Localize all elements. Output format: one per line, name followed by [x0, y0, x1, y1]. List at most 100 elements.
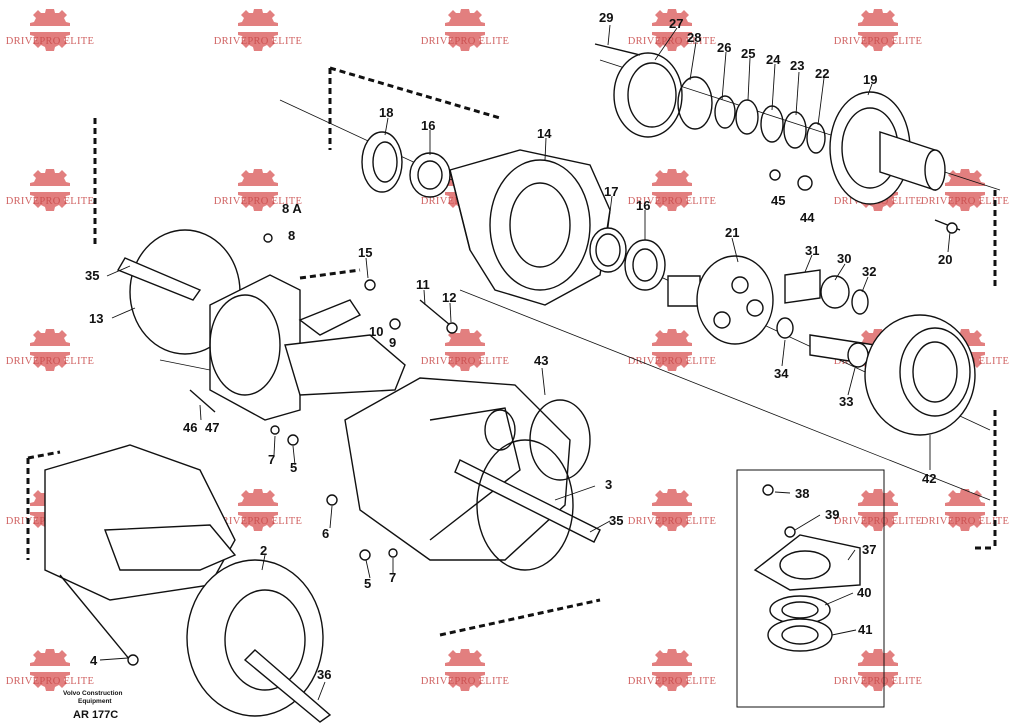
callout-7-upper: 7 [268, 452, 275, 467]
watermark-text: DRIVEPRO ELITE [834, 36, 922, 47]
callout-19: 19 [863, 72, 877, 87]
watermark: DRIVEPRO ELITE [628, 489, 716, 531]
callout-30: 30 [837, 251, 851, 266]
watermark-text: DRIVEPRO ELITE [834, 676, 922, 687]
callout-33: 33 [839, 394, 853, 409]
callout-16-upper: 16 [421, 118, 435, 133]
callout-35-lower: 35 [609, 513, 623, 528]
watermark: DRIVEPRO ELITE [834, 649, 922, 691]
callout-44: 44 [800, 210, 815, 225]
callout-27: 27 [669, 16, 683, 31]
watermark: DRIVEPRO ELITE [6, 9, 94, 51]
callout-18: 18 [379, 105, 393, 120]
callout-4: 4 [90, 653, 98, 668]
callout-12: 12 [442, 290, 456, 305]
watermark: DRIVEPRO ELITE [834, 489, 922, 531]
callout-39: 39 [825, 507, 839, 522]
watermark: DRIVEPRO ELITE [6, 169, 94, 211]
watermark-text: DRIVEPRO ELITE [421, 356, 509, 367]
assembly-outlines [26, 66, 997, 637]
watermark-text: DRIVEPRO ELITE [628, 516, 716, 527]
callout-43: 43 [534, 353, 548, 368]
callout-38: 38 [795, 486, 809, 501]
callout-11: 11 [416, 277, 430, 292]
watermark: DRIVEPRO ELITE [834, 9, 922, 51]
watermark-text: DRIVEPRO ELITE [214, 36, 302, 47]
callout-42: 42 [922, 471, 936, 486]
publisher-line-1: Volvo Construction [63, 690, 122, 697]
watermark-text: DRIVEPRO ELITE [214, 516, 302, 527]
callout-29: 29 [599, 10, 613, 25]
watermark: DRIVEPRO ELITE [628, 9, 716, 51]
callout-6: 6 [322, 526, 329, 541]
watermark-text: DRIVEPRO ELITE [628, 36, 716, 47]
callout-28: 28 [687, 30, 701, 45]
callout-7-lower: 7 [389, 570, 396, 585]
watermark-text: DRIVEPRO ELITE [921, 516, 1009, 527]
callout-31: 31 [805, 243, 819, 258]
callout-3: 3 [605, 477, 612, 492]
drawing-footer: Volvo Construction Equipment AR 177C [63, 690, 122, 721]
watermark: DRIVEPRO ELITE [921, 489, 1009, 531]
watermark-text: DRIVEPRO ELITE [421, 36, 509, 47]
watermark-text: DRIVEPRO ELITE [628, 196, 716, 207]
watermark-text: DRIVEPRO ELITE [834, 516, 922, 527]
callout-8a: 8 A [282, 201, 302, 216]
callout-14: 14 [537, 126, 552, 141]
callout-8: 8 [288, 228, 295, 243]
callout-17: 17 [604, 184, 618, 199]
watermark-text: DRIVEPRO ELITE [6, 196, 94, 207]
watermark: DRIVEPRO ELITE [421, 329, 509, 371]
watermark: DRIVEPRO ELITE [421, 9, 509, 51]
watermark-text: DRIVEPRO ELITE [628, 676, 716, 687]
watermark: DRIVEPRO ELITE [214, 489, 302, 531]
callout-45: 45 [771, 193, 785, 208]
callout-36: 36 [317, 667, 331, 682]
callout-13: 13 [89, 311, 103, 326]
watermark: DRIVEPRO ELITE [628, 169, 716, 211]
callout-20: 20 [938, 252, 952, 267]
watermark: DRIVEPRO ELITE [628, 649, 716, 691]
callout-labels: 29 27 28 26 25 24 23 22 19 18 16 14 17 1… [85, 10, 952, 682]
callout-34: 34 [774, 366, 789, 381]
callout-2: 2 [260, 543, 267, 558]
callout-15: 15 [358, 245, 372, 260]
drawing-code: AR 177C [73, 709, 118, 721]
callout-41: 41 [858, 622, 872, 637]
callout-21: 21 [725, 225, 739, 240]
watermark-text: DRIVEPRO ELITE [421, 676, 509, 687]
watermark: DRIVEPRO ELITE [628, 329, 716, 371]
callout-16-lower: 16 [636, 198, 650, 213]
callout-25: 25 [741, 46, 755, 61]
publisher-line-2: Equipment [78, 698, 112, 705]
watermark-text: DRIVEPRO ELITE [6, 356, 94, 367]
watermark: DRIVEPRO ELITE [921, 169, 1009, 211]
callout-47: 47 [205, 420, 219, 435]
callout-23: 23 [790, 58, 804, 73]
callout-9: 9 [389, 335, 396, 350]
watermark: DRIVEPRO ELITE [6, 649, 94, 691]
callout-24: 24 [766, 52, 781, 67]
watermark: DRIVEPRO ELITE [6, 329, 94, 371]
watermark-text: DRIVEPRO ELITE [921, 196, 1009, 207]
parts-layer [44, 43, 1001, 723]
callout-5-upper: 5 [290, 460, 297, 475]
watermark-text: DRIVEPRO ELITE [214, 196, 302, 207]
callout-10: 10 [369, 324, 383, 339]
watermark-text: DRIVEPRO ELITE [6, 676, 94, 687]
callout-35-upper: 35 [85, 268, 99, 283]
callout-5-lower: 5 [364, 576, 371, 591]
watermark: DRIVEPRO ELITE [214, 9, 302, 51]
callout-37: 37 [862, 542, 876, 557]
callout-26: 26 [717, 40, 731, 55]
leader-lines [99, 24, 951, 701]
watermark-text: DRIVEPRO ELITE [628, 356, 716, 367]
callout-32: 32 [862, 264, 876, 279]
callout-22: 22 [815, 66, 829, 81]
callout-40: 40 [857, 585, 871, 600]
watermark: DRIVEPRO ELITE [421, 649, 509, 691]
watermark-text: DRIVEPRO ELITE [6, 36, 94, 47]
watermark: DRIVEPRO ELITE [214, 169, 302, 211]
callout-46: 46 [183, 420, 197, 435]
